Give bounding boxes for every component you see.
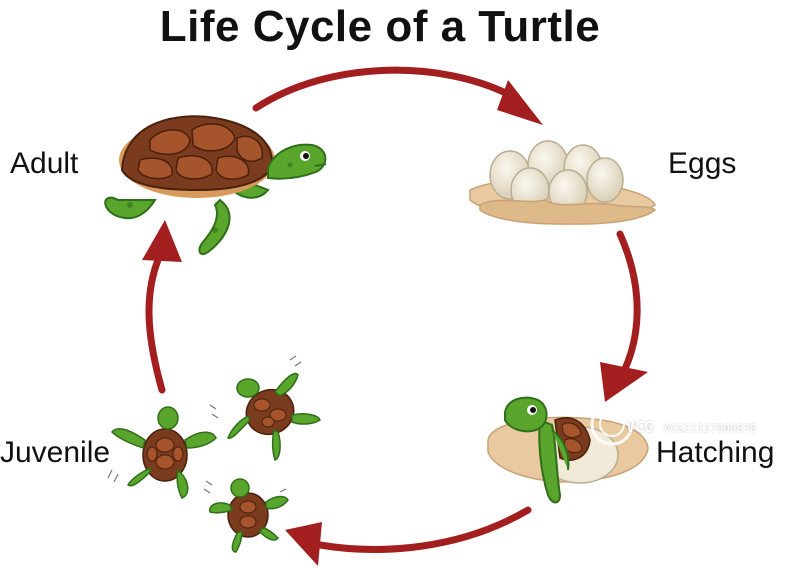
arrow-hatching-to-juvenile <box>316 506 532 553</box>
hatching-turtle-icon <box>487 396 649 504</box>
stage-label-juvenile: Juvenile <box>0 436 111 469</box>
arrowhead-juvenile-to-adult-icon <box>142 220 182 262</box>
juvenile-turtle-1-icon <box>110 406 217 499</box>
stage-label-hatching: Hatching <box>656 436 775 469</box>
stage-label-adult: Adult <box>10 147 79 180</box>
watermark-logo-text: VCG <box>626 418 654 436</box>
watermark-logo <box>590 402 634 446</box>
watermark-id-text: VCG VCG21127900878 <box>626 418 756 436</box>
stage-label-eggs: Eggs <box>668 147 737 180</box>
arrow-juvenile-to-adult <box>145 251 166 394</box>
juvenile-turtle-2-icon <box>227 372 321 462</box>
juvenile-turtle-3-icon <box>209 478 289 553</box>
arrow-adult-to-eggs <box>252 66 514 112</box>
arrowhead-eggs-to-hatching-icon <box>600 362 648 402</box>
motion-marks <box>107 355 302 494</box>
cycle-arrows <box>142 66 648 566</box>
arrowhead-hatching-to-juvenile-icon <box>285 522 322 566</box>
watermark-id: VCG21127900878 <box>663 422 757 435</box>
page-title: Life Cycle of a Turtle <box>159 2 601 51</box>
eggs-icon <box>469 140 657 225</box>
arrowhead-adult-to-eggs-icon <box>497 80 543 125</box>
arrow-eggs-to-hatching <box>616 230 641 379</box>
adult-turtle-icon <box>104 115 327 256</box>
